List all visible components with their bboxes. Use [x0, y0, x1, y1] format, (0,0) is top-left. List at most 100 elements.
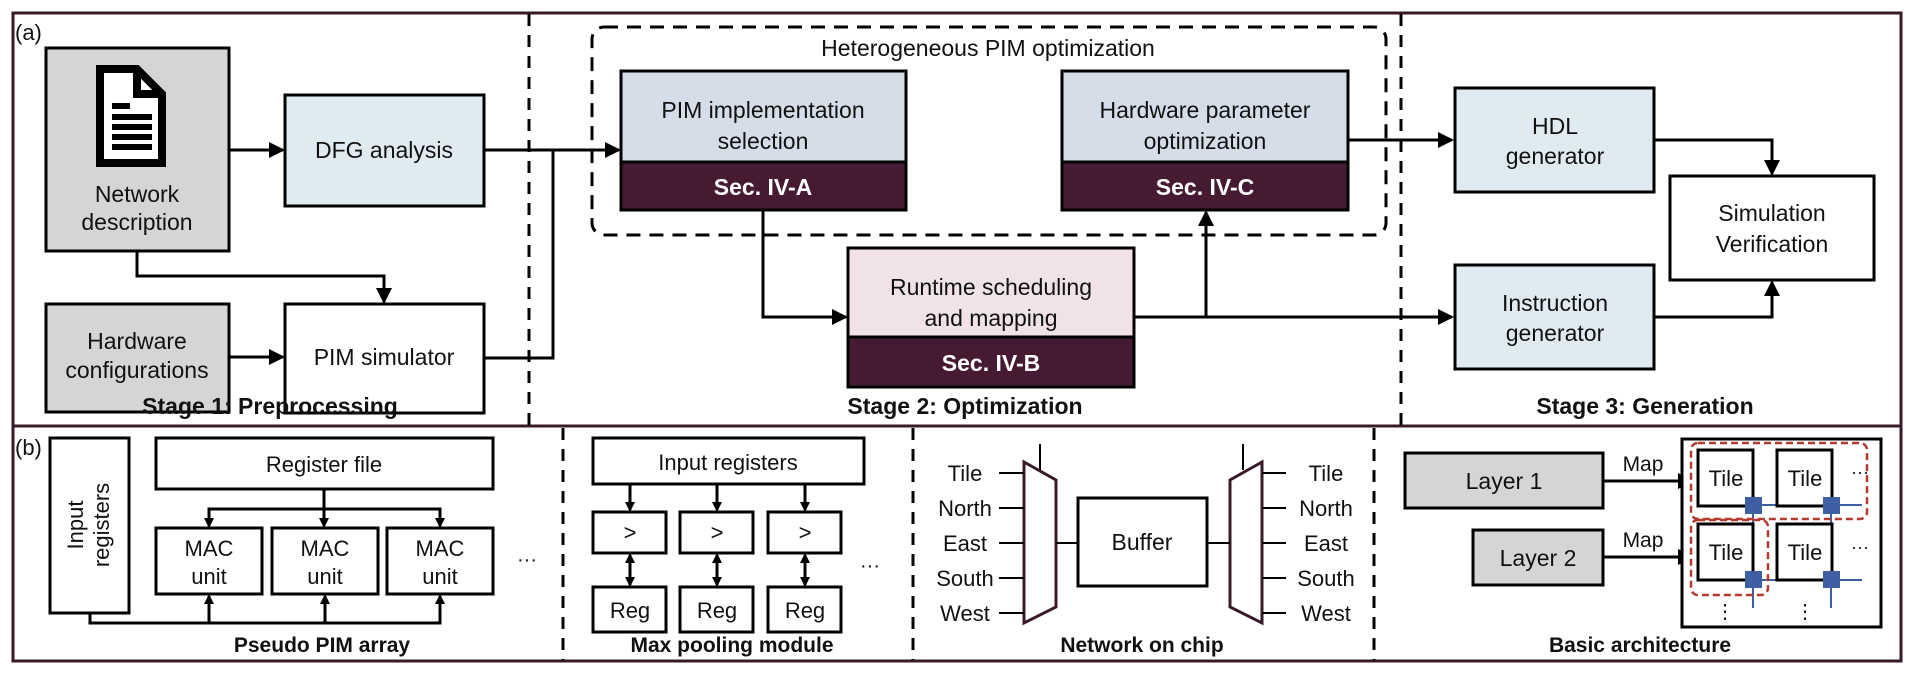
outer-frame — [11, 11, 1903, 663]
input-registers-line2: registers — [89, 483, 114, 567]
hardware-configurations-line2: configurations — [65, 357, 208, 383]
comparator-symbol: > — [711, 520, 724, 545]
mac-unit: MAC unit — [154, 526, 264, 596]
tile-label: Tile — [1709, 466, 1744, 491]
panel-b-label: (b) — [15, 435, 42, 460]
right-port-label: West — [1301, 601, 1351, 626]
map-label-1: Map — [1623, 453, 1664, 476]
dfg-analysis-label: DFG analysis — [315, 137, 453, 163]
pim-implementation-line1: PIM implementation — [661, 97, 864, 123]
pim-implementation-box: PIM implementation selection Sec. IV-A — [619, 69, 908, 212]
layer-1-label: Layer 1 — [1466, 468, 1543, 494]
tile: Tile — [1696, 522, 1755, 582]
layer-2-box: Layer 2 — [1471, 528, 1605, 587]
stage2-arrows — [761, 132, 1454, 325]
mp-ellipsis: ··· — [860, 555, 880, 577]
right-port-label: Tile — [1309, 461, 1344, 486]
mac-unit: MAC unit — [270, 526, 380, 596]
panel-a-label: (a) — [15, 20, 42, 45]
mac-unit: MAC unit — [385, 526, 495, 596]
comparator: > — [766, 510, 843, 555]
heterogeneous-group — [590, 25, 1388, 237]
tile: Tile — [1696, 448, 1755, 508]
architecture-title: Basic architecture — [1549, 634, 1731, 657]
hdl-generator-box: HDL generator — [1453, 86, 1656, 194]
max-pool-title: Max pooling module — [631, 634, 834, 657]
hardware-configurations-line1: Hardware — [87, 328, 187, 354]
tile-label: Tile — [1788, 540, 1823, 565]
network-description-box: Network description — [44, 46, 231, 253]
network-description-line1: Network — [95, 181, 180, 207]
reg: Reg — [678, 585, 755, 634]
input-mux — [1022, 459, 1058, 626]
layer-1-mapping-region — [1689, 441, 1869, 521]
reg-label: Reg — [610, 598, 650, 623]
comparator: > — [678, 510, 755, 555]
input-registers-line1: Input — [63, 501, 88, 550]
noc-title: Network on chip — [1060, 634, 1223, 657]
heterogeneous-group-title: Heterogeneous PIM optimization — [821, 35, 1155, 61]
instruction-generator-line2: generator — [1506, 320, 1605, 346]
stage3-title: Stage 3: Generation — [1536, 393, 1753, 419]
mac-unit-line2: unit — [307, 564, 342, 589]
tile: Tile — [1775, 448, 1834, 508]
max-pool-wires — [625, 484, 810, 587]
layer-2-mapping-region — [1689, 518, 1770, 597]
simulation-verification-box: Simulation Verification — [1668, 174, 1876, 282]
mac-unit-line2: unit — [422, 564, 457, 589]
hardware-parameter-box: Hardware parameter optimization Sec. IV-… — [1060, 69, 1350, 212]
mac-unit-line2: unit — [191, 564, 226, 589]
mac-unit-line1: MAC — [185, 536, 234, 561]
runtime-scheduling-box: Runtime scheduling and mapping Sec. IV-B — [846, 246, 1136, 389]
section-badge-iv-c: Sec. IV-C — [1156, 174, 1254, 200]
tile-ellipsis-h2: ··· — [1851, 537, 1869, 557]
tile-label: Tile — [1788, 466, 1823, 491]
hardware-parameter-line1: Hardware parameter — [1100, 97, 1311, 123]
output-demux — [1228, 459, 1264, 626]
pim-implementation-line2: selection — [718, 128, 809, 154]
left-port-label: West — [940, 601, 990, 626]
left-port-label: East — [943, 531, 987, 556]
right-port-label: South — [1297, 566, 1355, 591]
hdl-generator-line2: generator — [1506, 143, 1605, 169]
instruction-generator-box: Instruction generator — [1453, 263, 1656, 371]
tile-ellipsis-v1: ⋮ — [1715, 601, 1735, 623]
pim-simulator-box: PIM simulator — [283, 302, 486, 415]
max-pooling-module: Input registers > > > Reg Reg Reg ··· — [591, 436, 880, 657]
buffer-label: Buffer — [1112, 529, 1173, 555]
runtime-scheduling-line2: and mapping — [925, 305, 1058, 331]
hdl-generator-line1: HDL — [1532, 113, 1578, 139]
document-icon — [96, 65, 166, 167]
left-port-label: Tile — [948, 461, 983, 486]
reg-label: Reg — [785, 598, 825, 623]
tile-ellipsis-v2: ⋮ — [1795, 601, 1815, 623]
pseudo-pim-array: Input registers Register file MAC unit M… — [48, 436, 537, 657]
reg: Reg — [591, 585, 668, 634]
simulation-verification-line2: Verification — [1716, 231, 1829, 257]
router — [1745, 497, 1762, 514]
comparator-symbol: > — [624, 520, 637, 545]
tile-label: Tile — [1709, 540, 1744, 565]
basic-architecture: Layer 1 Layer 2 Map Map Tile Tile Tile — [1403, 437, 1883, 657]
stage1-arrows — [135, 142, 621, 365]
pim-array-wires — [88, 489, 445, 625]
simulation-verification-line1: Simulation — [1718, 200, 1825, 226]
right-port-label: North — [1299, 496, 1353, 521]
network-description-line2: description — [81, 209, 192, 235]
hardware-configurations-box: Hardware configurations — [44, 302, 231, 414]
mac-unit-line1: MAC — [416, 536, 465, 561]
stage2-title: Stage 2: Optimization — [847, 393, 1082, 419]
tile: Tile — [1775, 522, 1834, 582]
section-badge-iv-b: Sec. IV-B — [942, 350, 1040, 376]
runtime-scheduling-line1: Runtime scheduling — [890, 274, 1092, 300]
stage1-title: Stage 1: Preprocessing — [142, 393, 398, 419]
register-file-box — [154, 436, 495, 491]
reg-label: Reg — [697, 598, 737, 623]
hardware-parameter-line2: optimization — [1144, 128, 1267, 154]
reg: Reg — [766, 585, 843, 634]
mp-input-registers-box — [591, 436, 866, 486]
